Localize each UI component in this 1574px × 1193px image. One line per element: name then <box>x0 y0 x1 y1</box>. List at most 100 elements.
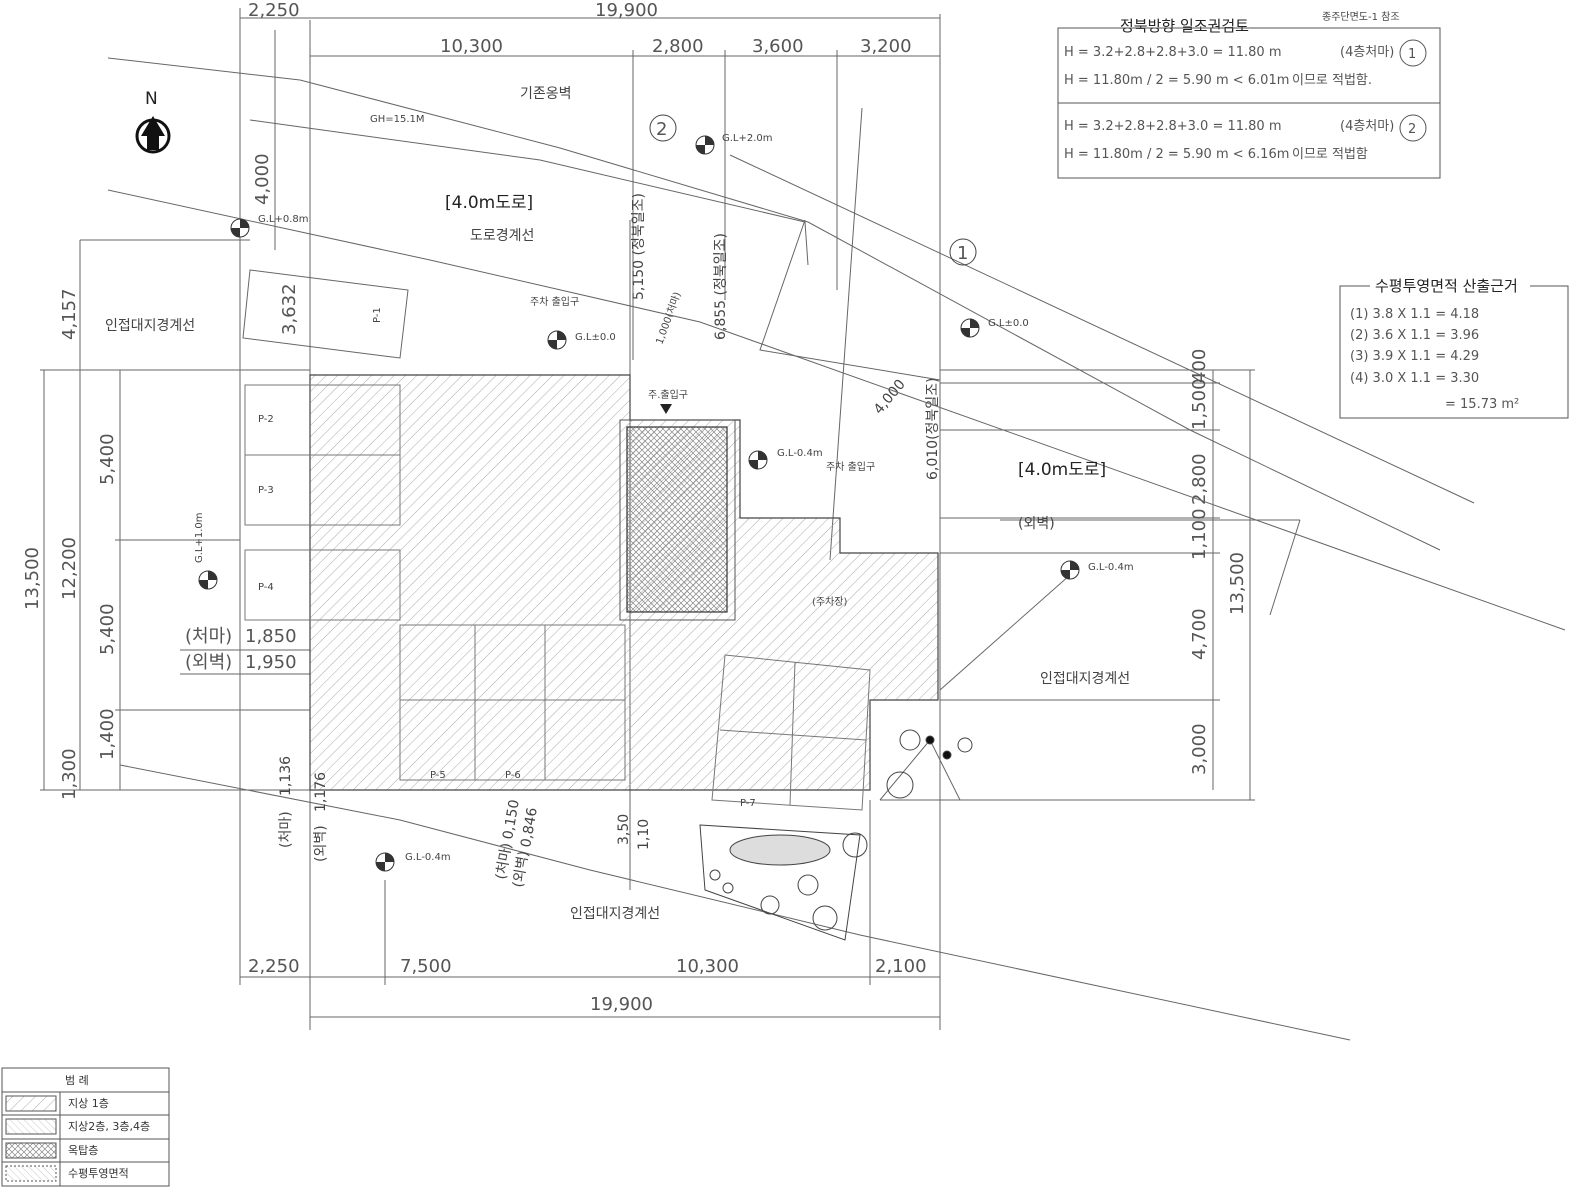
road-top-label: [4.0m도로] <box>445 193 533 213</box>
dim-eave-label: (처마) <box>185 626 232 647</box>
dim-right-4000: 4,000 <box>871 377 909 418</box>
dim-mid-wall1: (외벽) <box>313 825 329 862</box>
neighbor-boundary-right-label: 인접대지경계선 <box>1040 671 1130 687</box>
dim-top-s2: 2,800 <box>652 36 704 57</box>
gl-marker-6: G.L+1.0m <box>194 512 218 590</box>
dim-bottom-2: 7,500 <box>400 956 452 977</box>
dim-right-f: 3,000 <box>1189 723 1210 775</box>
svg-text:2: 2 <box>1408 122 1416 137</box>
dim-bottom-1: 2,250 <box>248 956 300 977</box>
neighbor-boundary-bottom-label: 인접대지경계선 <box>570 906 660 922</box>
svg-text:G.L±0.0: G.L±0.0 <box>988 318 1029 329</box>
dim-mid-eave1-val: 1,136 <box>278 756 294 796</box>
dim-left-c: 12,200 <box>59 537 80 600</box>
svg-text:1: 1 <box>1408 47 1416 62</box>
svg-text:G.L+2.0m: G.L+2.0m <box>722 133 773 144</box>
svg-text:(3) 3.9 X 1.1 = 4.29: (3) 3.9 X 1.1 = 4.29 <box>1350 349 1479 364</box>
dim-mid-eave1: (처마) <box>278 811 294 848</box>
dim-bottom-3: 10,300 <box>676 956 739 977</box>
dim-top-s4: 3,200 <box>860 36 912 57</box>
gl-marker-7: G.L-0.4m <box>1060 560 1134 580</box>
sunlight-note: 종주단면도-1 참조 <box>1322 11 1400 23</box>
parking-label-p5: P-5 <box>430 770 446 781</box>
parking-label-p6: P-6 <box>505 770 521 781</box>
svg-text:이므로 적법함: 이므로 적법함 <box>1292 147 1368 162</box>
svg-text:H = 3.2+2.8+2.8+3.0 = 11.80 m: H = 3.2+2.8+2.8+3.0 = 11.80 m <box>1064 45 1281 60</box>
legend-title: 범 례 <box>65 1074 89 1087</box>
dim-left-f: 1,400 <box>97 708 118 760</box>
road-boundary-label: 도로경계선 <box>470 228 534 244</box>
road-right-label: [4.0m도로] <box>1018 460 1106 480</box>
dim-mid-d: 3,50 <box>616 814 632 845</box>
dim-right-sunlight: 6,010(정북일조) <box>925 377 941 480</box>
gl-marker-8: G.L-0.4m <box>375 852 451 872</box>
svg-text:G.L+0.8m: G.L+0.8m <box>258 214 309 225</box>
svg-text:G.L-0.4m: G.L-0.4m <box>777 448 823 459</box>
road-labels: [4.0m도로] [4.0m도로] 기존옹벽 도로경계선 인접대지경계선 인접대… <box>105 86 1130 922</box>
dim-mid-eave2-val: 0,150 <box>500 798 523 840</box>
legend-item-4: 수평투영면적 <box>68 1167 129 1180</box>
dim-mid-e: 1,10 <box>636 819 652 850</box>
legend-item-2: 지상2층, 3층,4층 <box>68 1120 150 1133</box>
svg-text:1: 1 <box>957 243 968 264</box>
dim-mid-c: 1,000(처마) <box>654 290 684 346</box>
svg-text:(4층처마): (4층처마) <box>1340 119 1394 134</box>
parking-entrance2-label: 주차 출입구 <box>826 460 875 473</box>
dim-bottom-4: 2,100 <box>875 956 927 977</box>
svg-text:H = 11.80m / 2 = 5.90 m < 6.16: H = 11.80m / 2 = 5.90 m < 6.16m <box>1064 147 1289 162</box>
svg-text:(4) 3.0 X 1.1 = 3.30: (4) 3.0 X 1.1 = 3.30 <box>1350 371 1479 386</box>
projection-title: 수평투영면적 산출근거 <box>1375 277 1518 295</box>
building-footprint: P-1 P-2 P-3 P-4 P-5 P-6 P-7 <box>242 269 939 811</box>
parking-label-p4: P-4 <box>258 582 274 593</box>
north-arrow-icon: N <box>135 89 171 154</box>
dim-left-d: 5,400 <box>97 433 118 485</box>
dim-left-g: 1,300 <box>59 748 80 800</box>
legend-item-1: 지상 1층 <box>68 1097 109 1110</box>
gl-marker-4: G.L±0.0 <box>960 318 1029 338</box>
outer-wall-label: (외벽) <box>1018 516 1055 532</box>
dim-right-b: 1,500 <box>1189 378 1210 430</box>
dim-bottom-total: 19,900 <box>590 994 653 1015</box>
gl-marker-5: G.L-0.4m <box>748 448 823 470</box>
dim-eave-value: 1,850 <box>245 626 297 647</box>
dim-mid-wall2-val: 0,846 <box>518 806 541 848</box>
dim-left-a: 4,157 <box>59 288 80 340</box>
entrance-arrow-icon <box>660 404 672 414</box>
dim-right-a: 400 <box>1189 349 1210 383</box>
svg-text:(1) 3.8 X 1.1 = 4.18: (1) 3.8 X 1.1 = 4.18 <box>1350 307 1479 322</box>
dim-wall-value: 1,950 <box>245 652 297 673</box>
landscape-area <box>699 729 973 941</box>
sunlight-review-table: 종주단면도-1 참조 정북방향 일조권검토 H = 3.2+2.8+2.8+3.… <box>1057 11 1441 179</box>
existing-wall-label: 기존옹벽 <box>520 86 572 102</box>
dim-top-s3: 3,600 <box>752 36 804 57</box>
svg-text:G.L+1.0m: G.L+1.0m <box>194 512 205 563</box>
sunlight-title: 정북방향 일조권검토 <box>1120 17 1249 35</box>
gl-marker-3: G.L±0.0 <box>547 330 616 350</box>
svg-text:G.L-0.4m: G.L-0.4m <box>405 852 451 863</box>
svg-text:= 15.73 m²: = 15.73 m² <box>1445 397 1519 412</box>
gl-marker-1: G.L+0.8m <box>230 214 309 238</box>
dim-wall-label: (외벽) <box>185 652 232 673</box>
dim-mid-b: 6,855 (정북일조) <box>713 233 729 340</box>
dim-left-b: 13,500 <box>22 547 43 610</box>
dim-mid-wall1-val: 1,176 <box>313 772 329 812</box>
neighbor-boundary-left-label: 인접대지경계선 <box>105 318 195 334</box>
dim-top-1: 2,250 <box>248 0 300 21</box>
gl-marker-2: G.L+2.0m <box>695 133 773 155</box>
projection-area-table: 수평투영면적 산출근거 (1) 3.8 X 1.1 = 4.18 (2) 3.6… <box>1339 275 1569 419</box>
dim-right-d: 1,100 <box>1189 508 1210 560</box>
wall-height-label: GH=15.1M <box>370 114 425 125</box>
ground-level-markers: G.L+0.8m G.L+2.0m G.L±0.0 G.L±0.0 G.L-0.… <box>194 133 1134 872</box>
svg-text:이므로 적법함.: 이므로 적법함. <box>1292 73 1372 88</box>
top-dimensions: 2,250 19,900 10,300 2,800 3,600 3,200 <box>239 0 941 1030</box>
svg-text:H = 3.2+2.8+2.8+3.0 = 11.80 m: H = 3.2+2.8+2.8+3.0 = 11.80 m <box>1064 119 1281 134</box>
svg-text:2: 2 <box>656 119 667 140</box>
dim-mid-eave2: (처마) <box>493 842 515 881</box>
bottom-dimensions: 2,250 7,500 10,300 2,100 19,900 <box>239 700 940 1018</box>
dim-top-s1: 10,300 <box>440 36 503 57</box>
dim-right-e: 4,700 <box>1189 608 1210 660</box>
dim-mid-wall2: (외벽) <box>510 850 532 889</box>
legend-item-3: 옥탑층 <box>68 1144 98 1157</box>
svg-text:G.L-0.4m: G.L-0.4m <box>1088 562 1134 573</box>
dim-left-e: 5,400 <box>97 603 118 655</box>
